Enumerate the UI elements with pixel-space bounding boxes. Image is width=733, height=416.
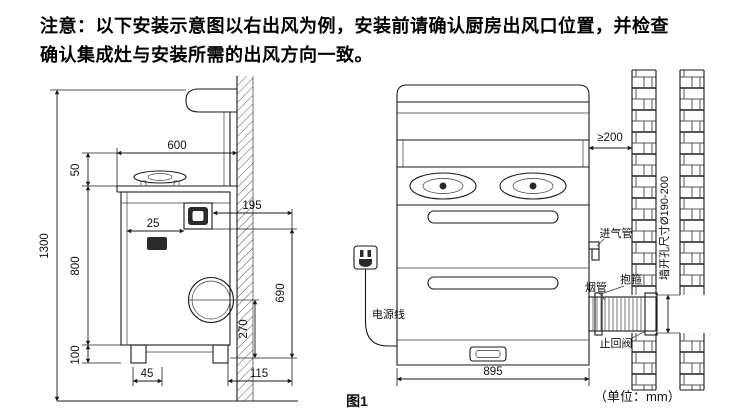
note-text: 注意：以下安装示意图以右出风为例，安装前请确认厨房出风口位置，并检查 确认集成灶… (40, 12, 710, 70)
bottom-vent (469, 346, 507, 362)
fan-circle (187, 276, 259, 324)
side-view-dimensions: 600 50 1300 800 100 25 (39, 89, 297, 402)
check-valve-leader (629, 330, 647, 340)
flue-pipe (588, 292, 658, 336)
wall-section-side (236, 76, 254, 401)
gas-pipe-leader (596, 238, 605, 247)
dim-1300: 1300 (39, 233, 51, 259)
dim-100: 100 (70, 345, 82, 364)
control-panel (147, 237, 167, 250)
flue-pipe-leader (598, 292, 606, 301)
clamp-leader (600, 285, 625, 295)
unit-caption: （单位：mm） (594, 389, 681, 404)
burner-left (409, 172, 477, 200)
wall-hole-size-label: 墙开孔尺寸Ø190-200 (657, 176, 671, 280)
burner-side (133, 170, 187, 187)
stove-body-side (116, 185, 237, 346)
dim-600: 600 (167, 140, 186, 152)
pipe-clamp (594, 292, 603, 336)
drawer-handle-1 (427, 210, 559, 224)
note-line-1: 注意：以下安装示意图以右出风为例，安装前请确认厨房出风口位置，并检查 (40, 16, 669, 36)
front-view: 墙开孔尺寸Ø190-200 ≥200 进气管 烟管 抱箍 止回阀 (353, 69, 705, 391)
dim-115: 115 (250, 368, 268, 380)
check-valve (644, 292, 658, 336)
dim-800: 800 (70, 256, 82, 275)
label-power-cord: 电源线 (372, 307, 405, 321)
power-cord (364, 269, 397, 347)
label-gas-pipe: 进气管 (600, 226, 633, 240)
dim-895: 895 (483, 366, 502, 378)
dim-690: 690 (275, 283, 287, 302)
stove-body-front (396, 84, 590, 366)
dim-270: 270 (238, 319, 250, 338)
wall-section-front (631, 69, 705, 391)
dim-45: 45 (141, 368, 154, 380)
dim-min-clearance: ≥200 (597, 132, 623, 144)
dim-195: 195 (242, 200, 261, 212)
dim-50: 50 (70, 164, 82, 177)
figure-caption: 图1 (346, 393, 368, 409)
front-view-dimensions: 895 (396, 366, 590, 386)
burner-right (499, 172, 567, 200)
note-line-2: 确认集成灶与安装所需的出风方向一致。 (40, 45, 373, 65)
label-clamp: 抱箍 (620, 272, 642, 286)
gas-pipe (588, 241, 600, 261)
dim-25: 25 (147, 218, 160, 230)
base-feet (130, 344, 229, 364)
riser-back (223, 112, 231, 186)
drawer-handle-2 (427, 276, 559, 290)
label-flue-pipe: 烟管 (585, 280, 607, 294)
hood-side (185, 88, 237, 113)
air-outlet (183, 202, 213, 230)
power-outlet-icon (353, 245, 378, 270)
label-check-valve: 止回阀 (600, 336, 633, 350)
side-view: 600 50 1300 800 100 25 (39, 76, 298, 402)
